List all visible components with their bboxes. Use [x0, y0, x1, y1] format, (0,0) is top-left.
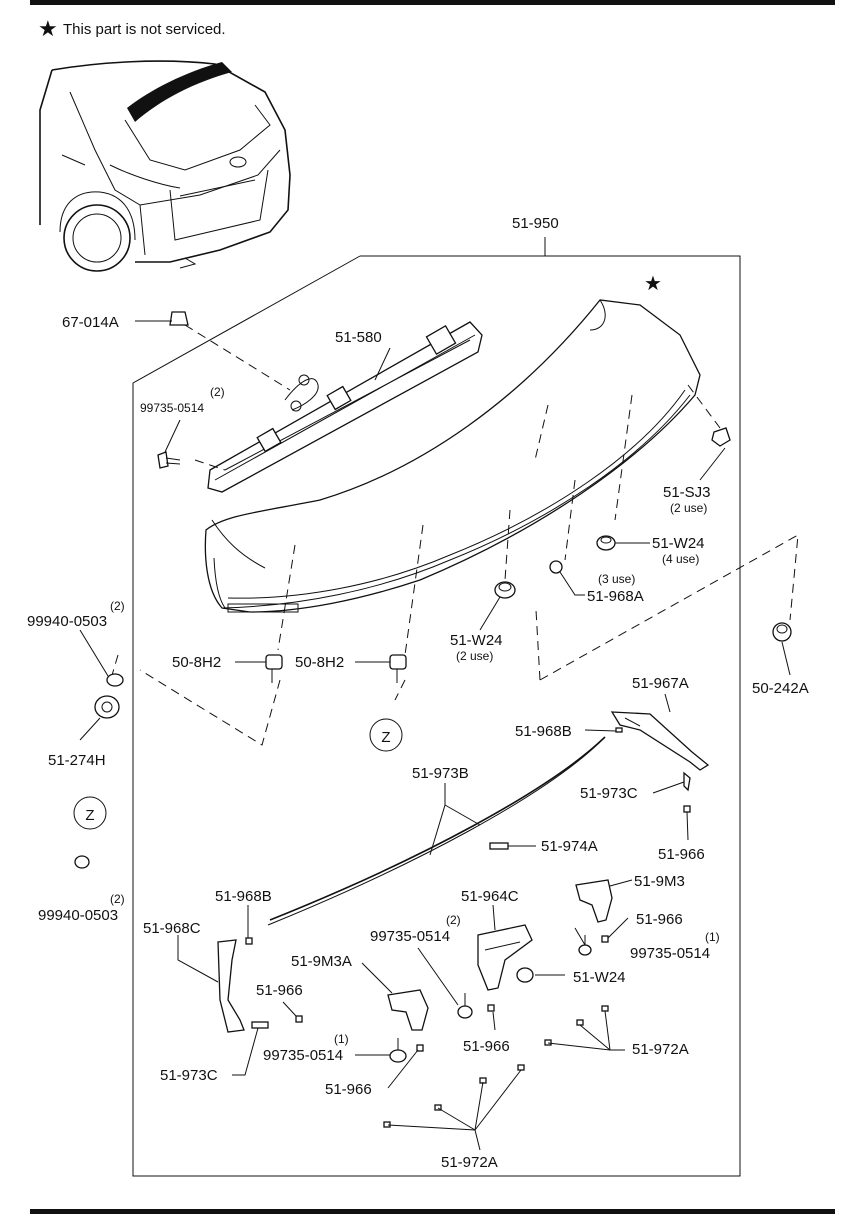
label-51-968A: 51-968A: [587, 588, 644, 605]
label-51-967A: 51-967A: [632, 675, 689, 692]
label-99940-0503-l-qty: (2): [110, 599, 125, 613]
label-51-972A-b: 51-972A: [441, 1154, 498, 1171]
label-51-W24-m: 51-W24: [450, 632, 503, 649]
label-51-974A: 51-974A: [541, 838, 598, 855]
label-51-973C-l: 51-973C: [160, 1067, 218, 1084]
label-51-968B-l: 51-968B: [215, 888, 272, 905]
legend-note: This part is not serviced.: [63, 21, 226, 38]
label-51-964C: 51-964C: [461, 888, 519, 905]
label-99940-0503-l: 99940-0503: [27, 613, 107, 630]
label-51-9M3A: 51-9M3A: [291, 953, 352, 970]
top-border-bar: [30, 0, 835, 5]
legend: ★ This part is not serviced.: [38, 17, 226, 42]
label-51-966-l: 51-966: [256, 982, 303, 999]
label-99735-0514-m-qty: (2): [446, 913, 461, 927]
label-51-W24-r-use: (4 use): [662, 552, 699, 566]
label-50-8H2-b: 50-8H2: [295, 654, 344, 671]
label-99735-0514-b: 99735-0514: [263, 1047, 343, 1064]
label-51-W24-b: 51-W24: [573, 969, 626, 986]
bottom-border-bar: [30, 1209, 835, 1214]
view-marker-z-side-label: Z: [85, 807, 94, 824]
label-51-580: 51-580: [335, 329, 382, 346]
label-51-973C-r: 51-973C: [580, 785, 638, 802]
view-marker-z-main-label: Z: [381, 729, 390, 746]
label-99735-0514-tl: 99735-0514: [140, 401, 204, 415]
label-51-973B: 51-973B: [412, 765, 469, 782]
vehicle-locator-illustration: [39, 60, 291, 272]
label-51-966-m: 51-966: [463, 1038, 510, 1055]
label-51-972A-r: 51-972A: [632, 1041, 689, 1058]
label-51-968C: 51-968C: [143, 920, 201, 937]
label-51-W24-m-use: (2 use): [456, 649, 493, 663]
rear-spoiler: [204, 299, 701, 613]
part-labels: 51-950 67-014A 51-580 (2) 99735-0514 51-…: [27, 215, 809, 1171]
label-99940-0503-z-qty: (2): [110, 892, 125, 906]
label-51-968A-use: (3 use): [598, 572, 635, 586]
label-51-966-b: 51-966: [325, 1081, 372, 1098]
label-99735-0514-r-qty: (1): [705, 930, 720, 944]
label-51-966-r2: 51-966: [636, 911, 683, 928]
spoiler-highlight: [127, 62, 232, 122]
label-50-242A: 50-242A: [752, 680, 809, 697]
label-51-SJ3-use: (2 use): [670, 501, 707, 515]
high-mount-stop-lamp: [207, 321, 483, 493]
leader-lines: [79, 320, 791, 1151]
view-marker-z-main: Z: [369, 718, 403, 752]
label-51-950: 51-950: [512, 215, 559, 232]
label-51-W24-r: 51-W24: [652, 535, 705, 552]
label-99735-0514-tl-qty: (2): [210, 385, 225, 399]
label-99735-0514-m: 99735-0514: [370, 928, 450, 945]
view-marker-z-side: Z: [73, 796, 107, 830]
label-67-014A: 67-014A: [62, 314, 119, 331]
lower-parts: [217, 711, 710, 1128]
label-99735-0514-r: 99735-0514: [630, 945, 710, 962]
star-icon: ★: [38, 17, 58, 42]
label-51-968B-r: 51-968B: [515, 723, 572, 740]
label-51-274H: 51-274H: [48, 752, 106, 769]
label-51-SJ3: 51-SJ3: [663, 484, 711, 501]
label-50-8H2-a: 50-8H2: [172, 654, 221, 671]
not-serviced-star-icon: ★: [644, 271, 662, 295]
label-51-966-r1: 51-966: [658, 846, 705, 863]
label-51-9M3: 51-9M3: [634, 873, 685, 890]
label-99940-0503-z: 99940-0503: [38, 907, 118, 924]
label-99735-0514-b-qty: (1): [334, 1032, 349, 1046]
main-assembly-frame: [132, 237, 741, 1177]
guide-lines: [109, 324, 799, 746]
